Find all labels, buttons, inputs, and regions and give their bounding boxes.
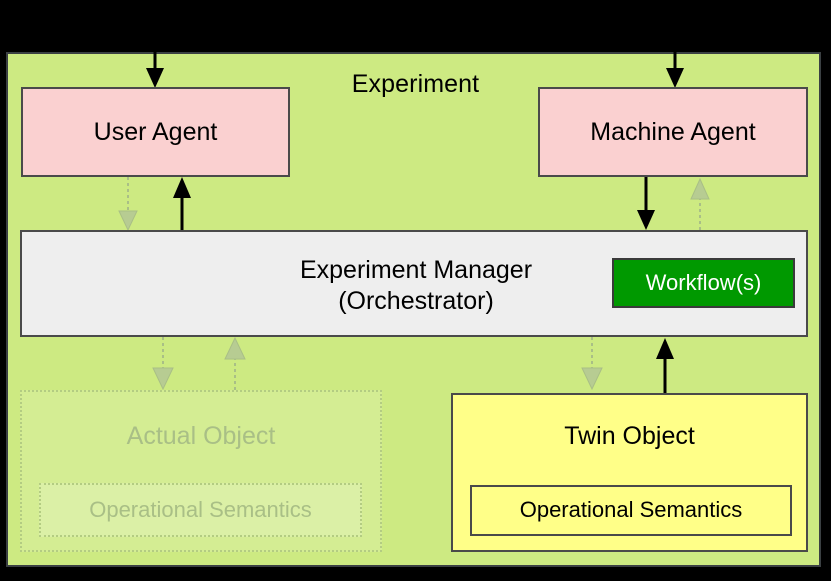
experiment-manager-line1: Experiment Manager bbox=[299, 256, 533, 284]
experiment-manager-line2: (Orchestrator) bbox=[338, 286, 494, 315]
workflows-label: Workflow(s) bbox=[645, 269, 762, 295]
experiment-title: Experiment bbox=[351, 70, 480, 98]
connector-manager-to-twin-object bbox=[578, 337, 608, 393]
connector-into-machine-agent bbox=[661, 38, 691, 90]
connector-manager-to-actual-object bbox=[149, 337, 179, 393]
node-actual-object[interactable]: Actual Object Operational Semantics bbox=[20, 390, 382, 552]
connector-user-agent-to-manager bbox=[114, 177, 144, 233]
node-twin-object[interactable]: Twin Object Operational Semantics bbox=[451, 393, 808, 552]
user-agent-label: User Agent bbox=[93, 118, 218, 146]
node-machine-agent[interactable]: Machine Agent bbox=[538, 87, 808, 177]
twin-object-label: Twin Object bbox=[564, 422, 695, 450]
connector-machine-agent-to-manager bbox=[632, 177, 662, 233]
node-workflows[interactable]: Workflow(s) bbox=[612, 258, 795, 308]
node-actual-object-operational-semantics[interactable]: Operational Semantics bbox=[39, 483, 362, 537]
experiment-manager-label: Experiment Manager (Orchestrator) bbox=[22, 232, 810, 339]
machine-agent-label: Machine Agent bbox=[590, 118, 756, 146]
connector-actual-object-to-manager bbox=[221, 336, 251, 392]
twin-object-operational-semantics-label: Operational Semantics bbox=[519, 497, 743, 523]
actual-object-label: Actual Object bbox=[126, 422, 276, 450]
connector-into-user-agent bbox=[141, 38, 171, 90]
connector-manager-to-user-agent bbox=[168, 176, 198, 232]
actual-object-operational-semantics-label: Operational Semantics bbox=[89, 497, 312, 522]
connector-twin-object-to-manager bbox=[651, 336, 681, 396]
node-experiment-manager[interactable]: Experiment Manager (Orchestrator) Workfl… bbox=[20, 230, 808, 337]
connector-manager-to-machine-agent bbox=[686, 176, 716, 232]
node-user-agent[interactable]: User Agent bbox=[21, 87, 290, 177]
node-twin-object-operational-semantics[interactable]: Operational Semantics bbox=[470, 485, 792, 536]
